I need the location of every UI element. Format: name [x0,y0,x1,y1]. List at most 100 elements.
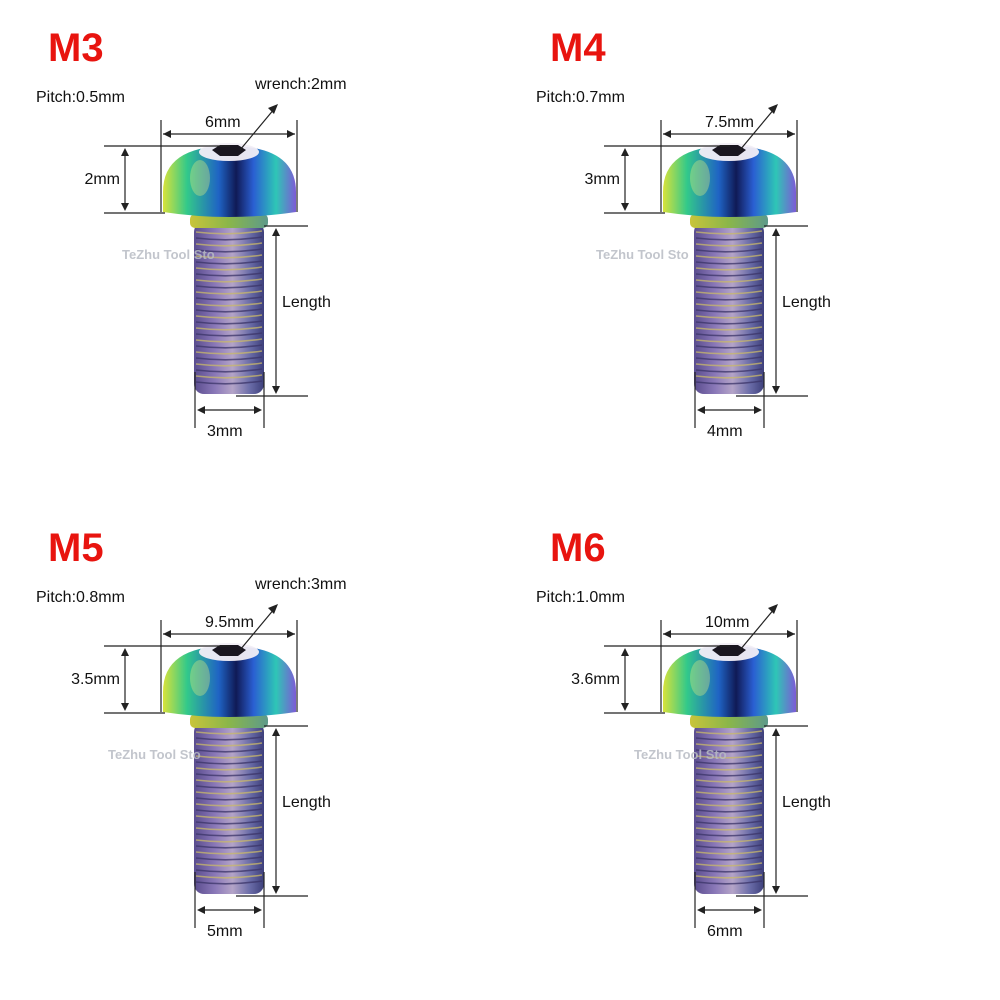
watermark: TeZhu Tool Sto [122,247,215,262]
head-height-label: 3.5mm [71,671,120,688]
thread-line [195,374,263,379]
screw-shank [694,222,764,394]
thread-line [195,242,263,247]
thread-line [695,326,763,331]
thread-line [695,332,763,337]
thread-line [195,754,263,759]
screw-illustration [604,104,808,428]
thread-line [695,790,763,795]
thread-line [695,368,763,373]
thread-diameter-label: 3mm [207,423,243,440]
thread-line [195,838,263,843]
screw-threads [695,230,763,385]
screw-neck [190,214,268,228]
thread-line [195,874,263,879]
pitch-label: Pitch:1.0mm [536,589,625,606]
thread-line [695,856,763,861]
thread-line [195,766,263,771]
thread-line [695,826,763,831]
thread-line [695,814,763,819]
thread-line [695,754,763,759]
thread-line [195,338,263,343]
thread-line [695,278,763,283]
thread-line [195,296,263,301]
thread-line [195,266,263,271]
thread-line [695,760,763,765]
thread-line [695,236,763,241]
screw-panel-m5: M5 Pitch:0.8mm wrench:3mm 9.5mm 3.5mm Le… [0,500,500,1000]
thread-line [695,796,763,801]
thread-line [195,356,263,361]
thread-line [695,272,763,277]
head-height-label: 2mm [84,171,120,188]
thread-line [195,236,263,241]
wrench-label: wrench:2mm [255,76,347,93]
thread-line [195,332,263,337]
head-diameter-label: 9.5mm [205,614,254,631]
thread-line [695,820,763,825]
thread-line [695,314,763,319]
thread-line [195,844,263,849]
thread-line [695,266,763,271]
screw-threads [195,230,263,385]
thread-line [695,868,763,873]
screw-size-title: M4 [550,26,606,70]
thread-line [695,880,763,885]
wrench-label: wrench:3mm [255,576,347,593]
thread-line [195,784,263,789]
thread-line [195,260,263,265]
thread-line [195,380,263,385]
thread-line [695,230,763,235]
thread-line [695,248,763,253]
thread-line [695,808,763,813]
thread-line [195,230,263,235]
hex-socket-icon [212,145,246,156]
thread-line [695,736,763,741]
watermark: TeZhu Tool Sto [108,747,201,762]
thread-line [195,278,263,283]
thread-diameter-label: 4mm [707,423,743,440]
thread-line [195,284,263,289]
dimension-lines [104,107,308,428]
thread-line [195,796,263,801]
hex-socket-icon [212,645,246,656]
thread-line [695,862,763,867]
thread-line [695,308,763,313]
thread-line [695,374,763,379]
thread-line [195,290,263,295]
thread-line [195,790,263,795]
hex-socket-icon [712,645,746,656]
head-diameter-label: 7.5mm [705,114,754,131]
length-label: Length [782,294,831,311]
thread-line [695,380,763,385]
screw-panel-m3: M3 Pitch:0.5mm wrench:2mm 6mm 2mm Length… [0,0,500,500]
screw-size-title: M6 [550,526,606,570]
dimension-arrows [121,104,295,414]
thread-line [195,302,263,307]
thread-line [195,880,263,885]
screw-panel-m6: M6 Pitch:1.0mm 10mm 3.6mm Length 6mm TeZ… [500,500,1000,1000]
thread-line [695,362,763,367]
thread-line [695,284,763,289]
thread-line [195,344,263,349]
screw-head [663,146,796,217]
watermark: TeZhu Tool Sto [634,747,727,762]
screw-size-title: M3 [48,26,104,70]
pitch-label: Pitch:0.5mm [36,89,125,106]
thread-line [695,338,763,343]
thread-line [195,350,263,355]
thread-line [695,320,763,325]
screw-neck [190,714,268,728]
thread-line [195,808,263,813]
screw-threads [195,730,263,885]
dimension-lines [104,607,308,928]
hex-socket-icon [712,145,746,156]
thread-line [195,730,263,735]
pitch-label: Pitch:0.8mm [36,589,125,606]
dimension-lines [604,607,808,928]
thread-line [195,820,263,825]
screw-panel-m4: M4 Pitch:0.7mm 7.5mm 3mm Length 4mm TeZh… [500,0,1000,500]
thread-line [195,362,263,367]
screw-neck [690,714,768,728]
length-label: Length [282,794,331,811]
